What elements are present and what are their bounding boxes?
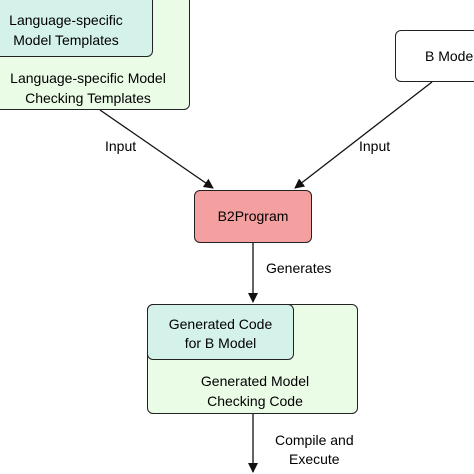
templates-inner-box: [0, 0, 153, 57]
edge-label-compile-line2: Execute: [289, 451, 340, 467]
b2program-label: B2Program: [217, 208, 289, 224]
templates-outer-label-line2: Checking Templates: [25, 90, 151, 106]
b2program-box: [194, 190, 312, 243]
generated-outer-label-line2: Checking Code: [207, 393, 303, 409]
generated-inner-box: [147, 304, 294, 360]
b-model-box: [395, 30, 474, 82]
arrow-templates-to-b2program: [99, 109, 214, 189]
edge-label-input-right: Input: [359, 138, 391, 154]
b-model-label: B Model: [425, 48, 474, 64]
arrow-bmodel-to-b2program: [294, 81, 433, 189]
generated-inner-label-line2: for B Model: [184, 335, 257, 351]
templates-outer-label-line1: Language-specific Model: [10, 70, 166, 86]
edge-label-compile-line1: Compile and: [275, 432, 354, 448]
edge-label-generates: Generates: [266, 260, 332, 276]
generated-outer-label-line1: Generated Model: [200, 373, 310, 389]
generated-inner-label-line1: Generated Code: [168, 316, 273, 332]
edge-label-input-left: Input: [105, 138, 137, 154]
templates-inner-label-line2: Model Templates: [13, 32, 119, 48]
templates-inner-label-line1: Language-specific: [9, 12, 123, 28]
